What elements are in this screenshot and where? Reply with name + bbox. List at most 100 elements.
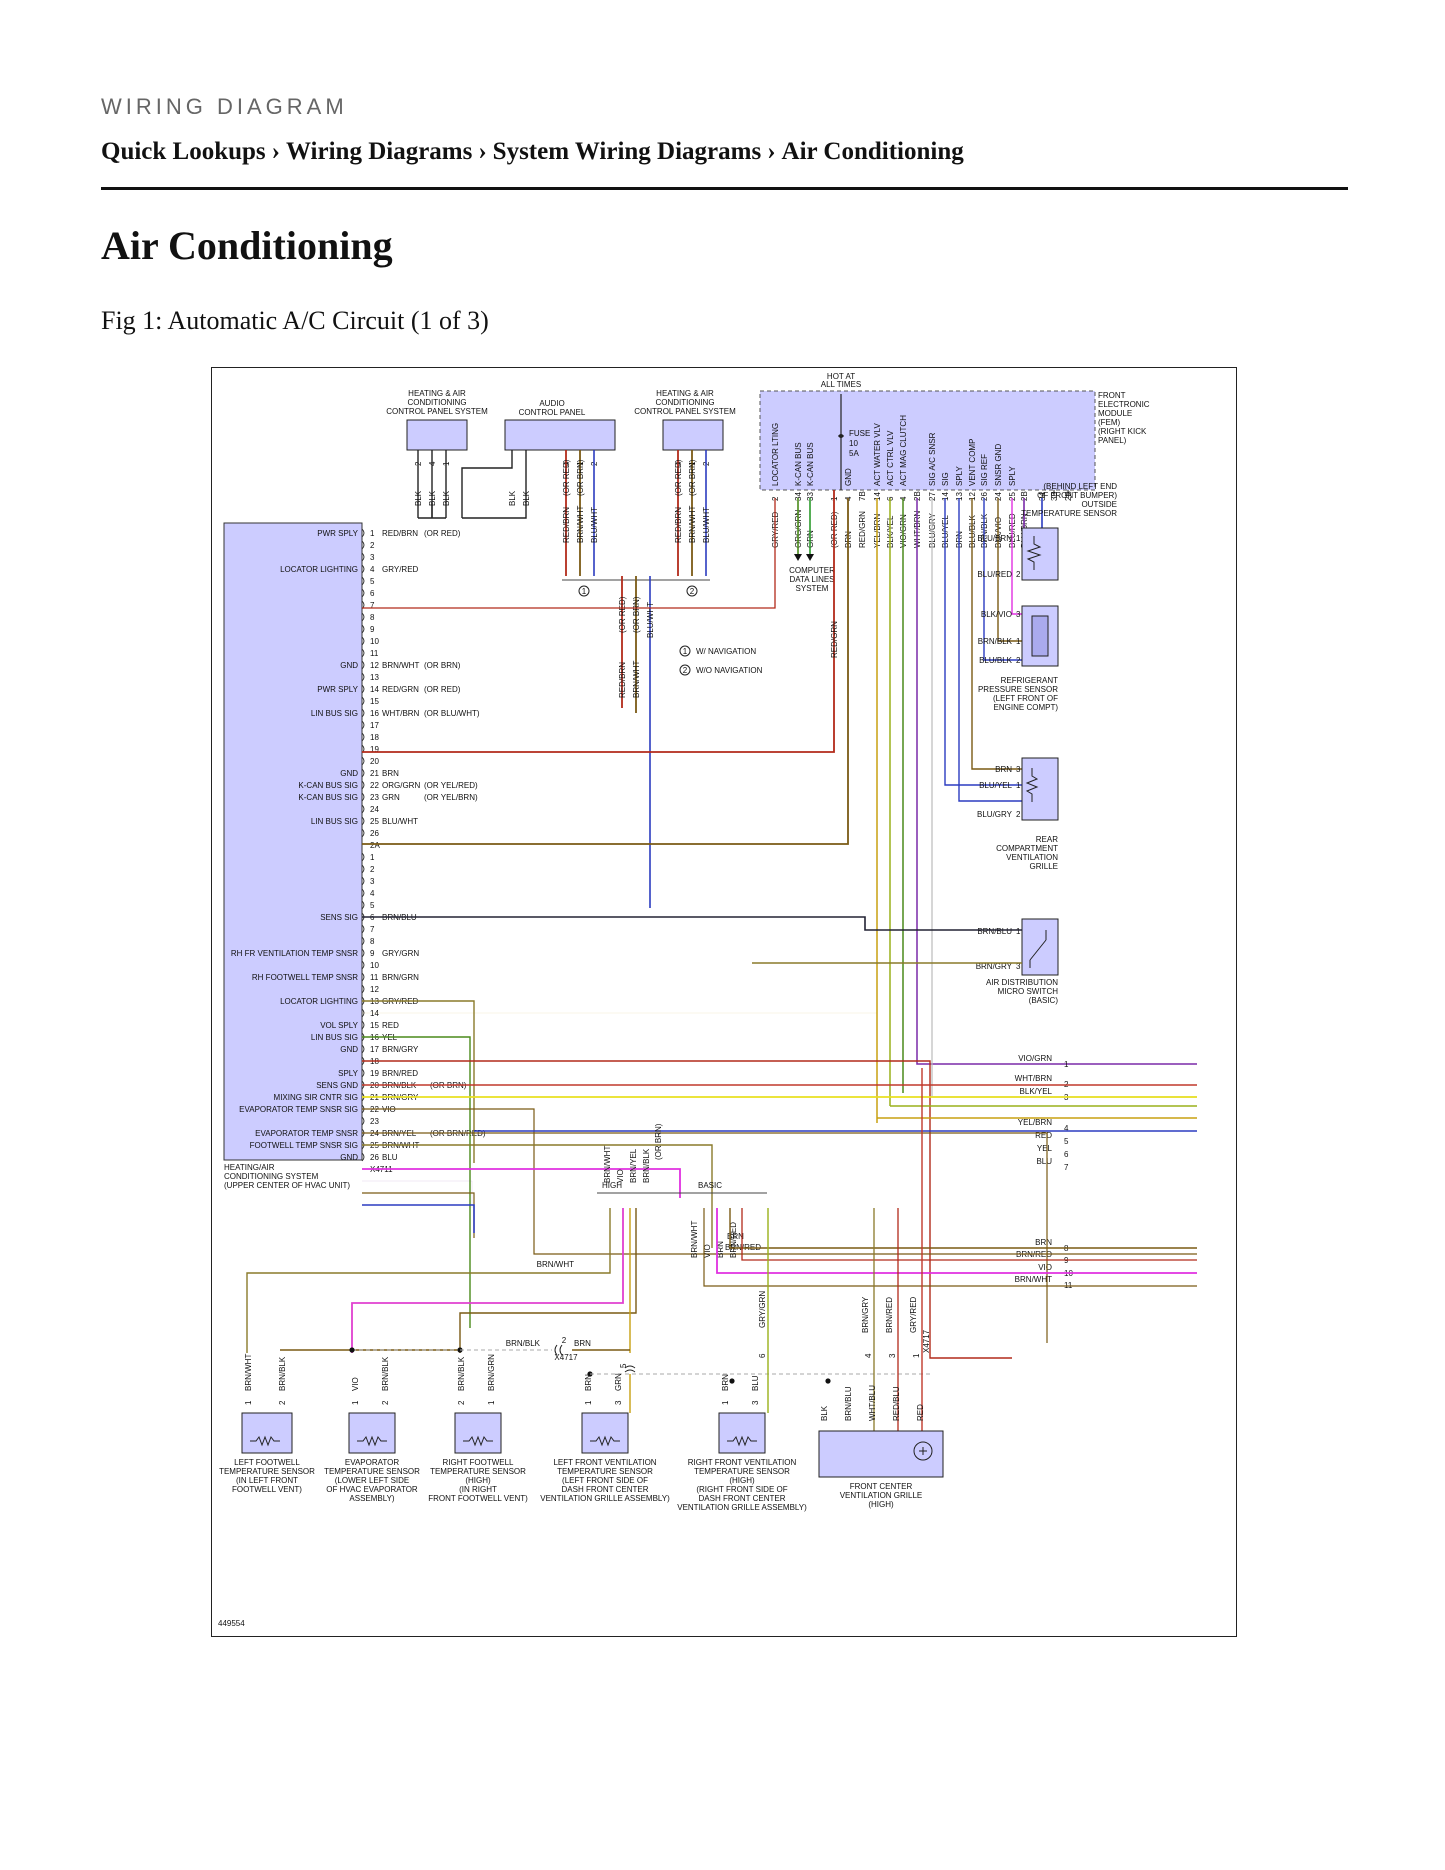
pin-terminal: [361, 696, 365, 706]
wire-label: BLK: [414, 490, 423, 506]
pin-terminal: [361, 984, 365, 994]
breadcrumb-wiring-diagrams[interactable]: Wiring Diagrams: [286, 138, 473, 165]
pin-terminal: [361, 1020, 365, 1030]
pin-number: 5: [619, 1363, 628, 1368]
wire: [716, 1208, 1197, 1274]
wire-label: BRN/BLK: [457, 1356, 466, 1391]
pin-number: 17: [370, 721, 379, 730]
breadcrumb-system-wiring-diagrams[interactable]: System Wiring Diagrams: [492, 138, 762, 165]
component-label: (BEHIND LEFT END: [1043, 482, 1117, 491]
edge-wire-label: VIO: [1038, 1263, 1052, 1272]
component-label: REAR: [1036, 835, 1058, 844]
wire-label: BRN: [716, 1241, 725, 1258]
wire: [362, 1060, 1012, 1359]
sensor-label: (HIGH): [729, 1476, 755, 1485]
pin-number: 24: [370, 805, 379, 814]
sensor-label: (HIGH): [465, 1476, 491, 1485]
pin-number: 14: [370, 1009, 379, 1018]
pin-number: 16: [370, 709, 379, 718]
wire-label: RED/BRN: [618, 662, 627, 698]
label: BRN: [995, 765, 1012, 774]
pin-function-label: RH FR VENTILATION TEMP SNSR: [231, 949, 358, 958]
wire-color-label: WHT/BRN: [382, 709, 420, 718]
pin-number: 12: [370, 985, 379, 994]
pin-number: 2: [457, 1400, 466, 1405]
label: 3: [1016, 765, 1021, 774]
component-label: HEATING & AIR: [408, 389, 466, 398]
wire-label: BRN/BLU: [844, 1386, 853, 1421]
pin-number: 14: [941, 492, 950, 501]
label: 1: [683, 647, 688, 656]
wire-note: (OR YEL/RED): [424, 781, 478, 790]
option-bubble: [578, 585, 590, 597]
wire-label: BRN/WHT: [632, 661, 641, 698]
fem-pin-function: ACT MAG CLUTCH: [899, 415, 908, 486]
breadcrumb-air-conditioning[interactable]: Air Conditioning: [781, 138, 964, 165]
pin-terminal: [361, 648, 365, 658]
fuse-label: FUSE: [849, 429, 870, 438]
wire-label: BLU/WHT: [646, 602, 655, 638]
arrow-icon: [794, 554, 802, 561]
wire-note: (OR BRN): [424, 661, 461, 670]
wire-color-label: BRN/RED: [382, 1069, 418, 1078]
wire-label: GRY/GRN: [758, 1291, 767, 1328]
wire-color-label: BRN/GRN: [382, 973, 419, 982]
pin-terminal: [361, 780, 365, 790]
fem-label: ELECTRONIC: [1098, 400, 1150, 409]
wire-note: (OR BRN): [654, 1123, 663, 1160]
wire-color-label: BRN/WHT: [537, 1260, 574, 1269]
pin-function-label: EVAPORATOR TEMP SNSR SIG: [239, 1105, 358, 1114]
wire-note: (OR YEL/BRN): [424, 793, 478, 802]
pin-number: 15: [370, 1021, 379, 1030]
label: BRN/BLK: [978, 637, 1013, 646]
thermistor-icon: [463, 1435, 493, 1447]
pin-number: 18: [370, 733, 379, 742]
breadcrumb-quick-lookups[interactable]: Quick Lookups: [101, 138, 266, 165]
sensor-label: TEMPERATURE SENSOR: [324, 1467, 420, 1476]
wire-note: (OR RED): [424, 685, 461, 694]
pin-number: 24: [994, 492, 1003, 501]
pin-number: 4: [370, 889, 375, 898]
component-label: CONTROL PANEL: [519, 408, 586, 417]
label: BRN: [574, 1339, 591, 1348]
fem-pin-function: K-CAN BUS: [806, 442, 815, 486]
hot-at-all-times-label: ALL TIMES: [821, 380, 861, 389]
connector-id: X4717: [922, 1329, 931, 1353]
pin-function-label: SPLY: [338, 1069, 359, 1078]
pin-terminal: [361, 1152, 365, 1162]
fem-pin-function: GND: [844, 468, 853, 486]
fem-pin-function: SPLY: [955, 465, 964, 486]
pin-number: 7: [370, 925, 375, 934]
label: 2: [1016, 570, 1021, 579]
pin-number: 2B: [1020, 491, 1029, 501]
pin-number: 23: [370, 793, 379, 802]
pin-number: 13: [955, 492, 964, 501]
pin-number: 3: [888, 1353, 897, 1358]
sensor-label: EVAPORATOR: [345, 1458, 399, 1467]
sensor-label: FRONT CENTER: [850, 1482, 913, 1491]
wire-label: VIO: [351, 1377, 360, 1391]
pin-terminal: [361, 1068, 365, 1078]
sensor-label: (IN LEFT FRONT: [236, 1476, 298, 1485]
edge-wire-label: WHT/BRN: [1015, 1074, 1053, 1083]
pin-number: 1: [244, 1400, 253, 1405]
pin-terminal: [361, 852, 365, 862]
audio-control-panel-box: [504, 419, 616, 451]
wire: [362, 1036, 471, 1328]
edge-connector-number: 7: [1064, 1163, 1069, 1172]
pin-function-label: GND: [340, 1045, 358, 1054]
pin-number: 2: [381, 1400, 390, 1405]
pin-number: 10: [370, 637, 379, 646]
wire-label: WHT/BLU: [868, 1385, 877, 1421]
control-panel-box: [406, 419, 468, 451]
pin-terminal: [361, 804, 365, 814]
component-label: (BASIC): [1029, 996, 1059, 1005]
pin-terminal: [361, 888, 365, 898]
splice-dot: [729, 1378, 735, 1384]
sensor-label: (IN RIGHT: [459, 1485, 497, 1494]
option-bubble: [679, 664, 691, 676]
wire-note: (OR RED): [674, 459, 683, 496]
pin-number: 27: [928, 492, 937, 501]
control-panel-box: [662, 419, 724, 451]
